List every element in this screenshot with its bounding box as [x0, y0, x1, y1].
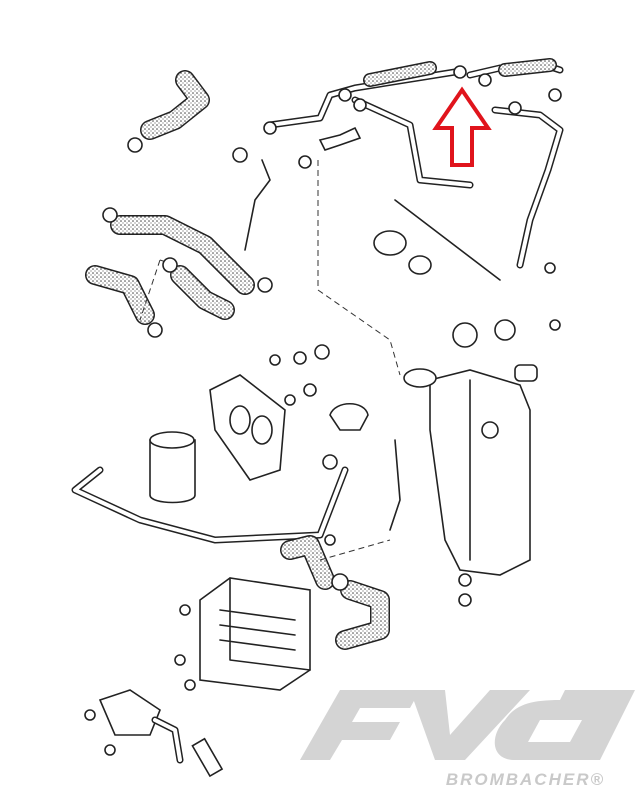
thermostat-housing	[84, 689, 224, 778]
up-arrow-icon	[432, 86, 492, 167]
oil-cooler	[174, 534, 391, 691]
coolant-hoses-left	[85, 70, 401, 376]
oil-filler-and-dipstick	[318, 126, 561, 382]
oil-tank	[403, 368, 531, 607]
oil-lines-top	[263, 58, 564, 269]
oil-return-line	[71, 439, 401, 544]
brand-watermark: BROMBACHER®	[445, 770, 605, 789]
fvd-logo-mark	[300, 690, 635, 760]
oil-filter	[149, 344, 369, 504]
